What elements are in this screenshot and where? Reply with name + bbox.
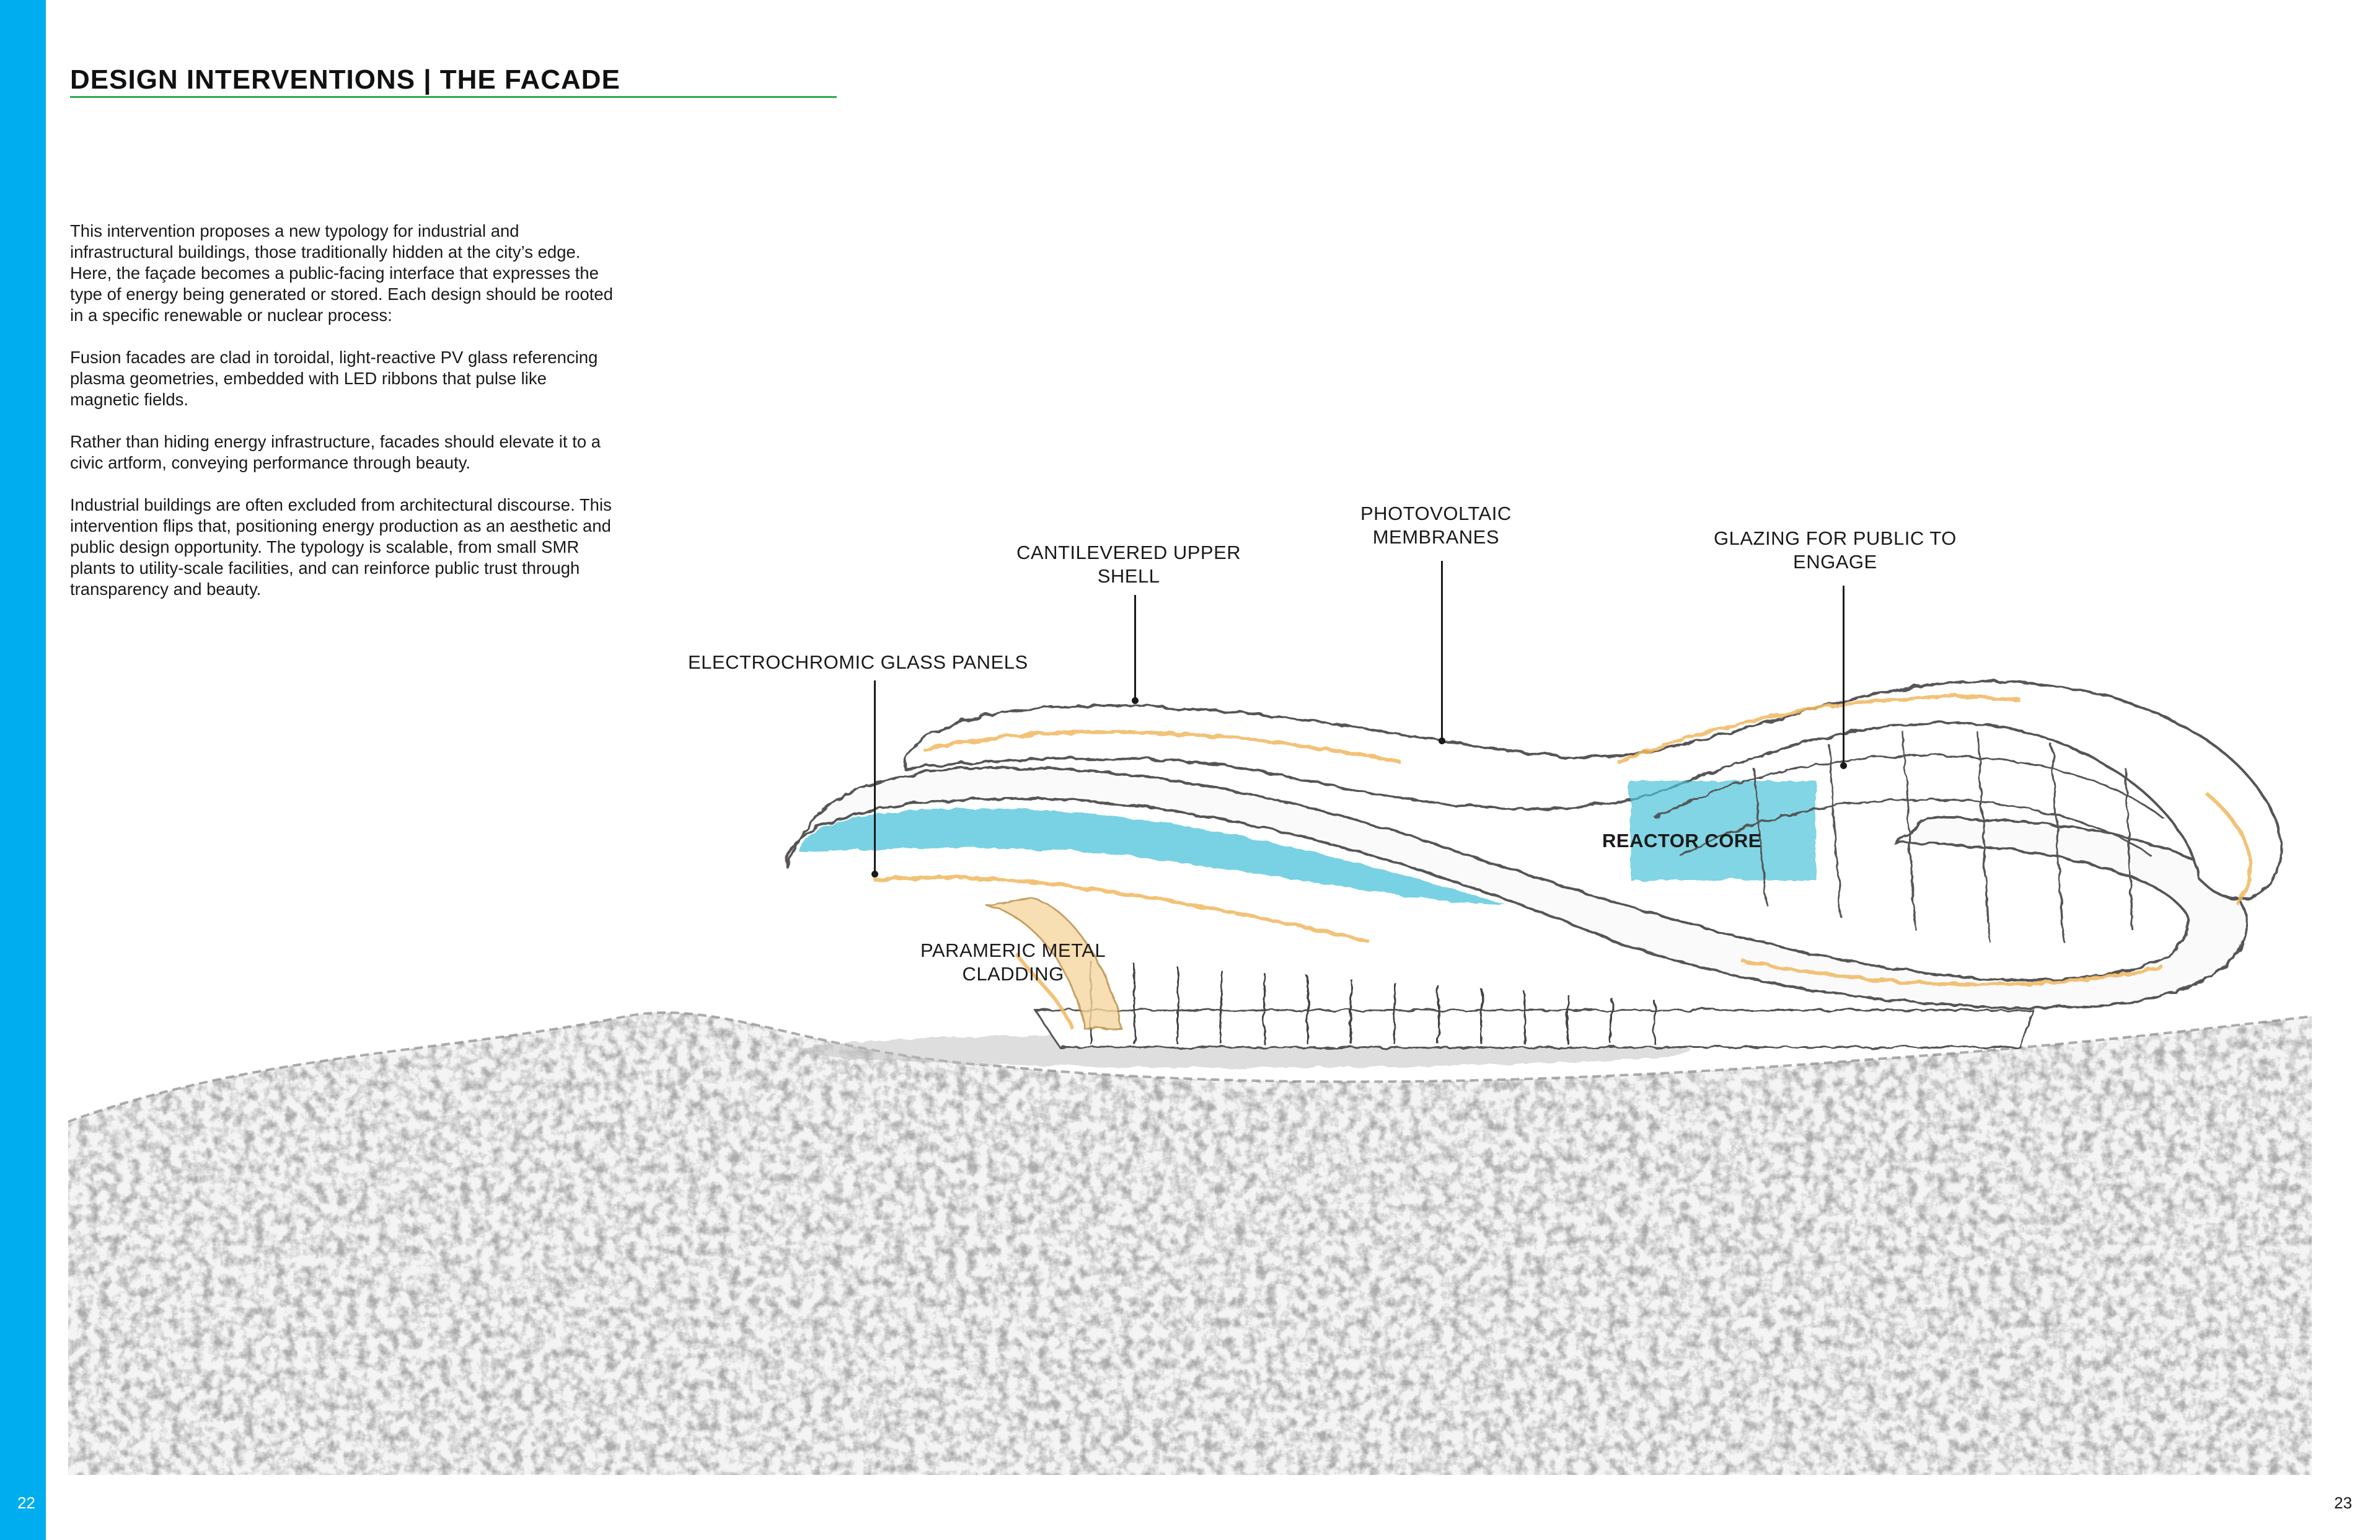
leader-dot xyxy=(871,871,878,878)
body-paragraph: Industrial buildings are often excluded … xyxy=(70,495,612,599)
terrain xyxy=(68,1012,2312,1475)
callout-photovoltaic-membranes: PHOTOVOLTAIC MEMBRANES xyxy=(1360,503,1512,548)
callout-parameric-metal-cladding: PARAMERIC METAL CLADDING xyxy=(920,939,1106,985)
leader-line xyxy=(1843,586,1844,765)
leader-dot xyxy=(1840,762,1847,769)
body-paragraph: Rather than hiding energy infrastructure… xyxy=(70,432,601,472)
title-underline xyxy=(70,96,837,98)
leader-dot xyxy=(1132,697,1139,704)
body-paragraph: Fusion facades are clad in toroidal, lig… xyxy=(70,348,598,409)
leader-line xyxy=(1134,595,1136,700)
callout-cantilevered-upper-shell: CANTILEVERED UPPER SHELL xyxy=(1016,542,1241,587)
left-accent-bar xyxy=(0,0,46,1540)
leader-line xyxy=(874,680,876,874)
body-text: This intervention proposes a new typolog… xyxy=(70,221,615,621)
callout-reactor-core: REACTOR CORE xyxy=(1602,830,1761,851)
building-sketch xyxy=(785,680,2283,1068)
leader-line xyxy=(1441,561,1443,741)
building-sketch-illustration xyxy=(68,680,2312,1475)
left-page-number: 22 xyxy=(17,1494,35,1512)
section-title: DESIGN INTERVENTIONS | THE FACADE xyxy=(70,64,620,95)
leader-dot xyxy=(1439,737,1445,744)
callout-glazing-for-public-to-engage: GLAZING FOR PUBLIC TO ENGAGE xyxy=(1714,527,1957,573)
callout-electrochromic-glass-panels: ELECTROCHROMIC GLASS PANELS xyxy=(688,651,1028,673)
right-page-number: 23 xyxy=(2334,1494,2352,1512)
body-paragraph: This intervention proposes a new typolog… xyxy=(70,221,614,325)
